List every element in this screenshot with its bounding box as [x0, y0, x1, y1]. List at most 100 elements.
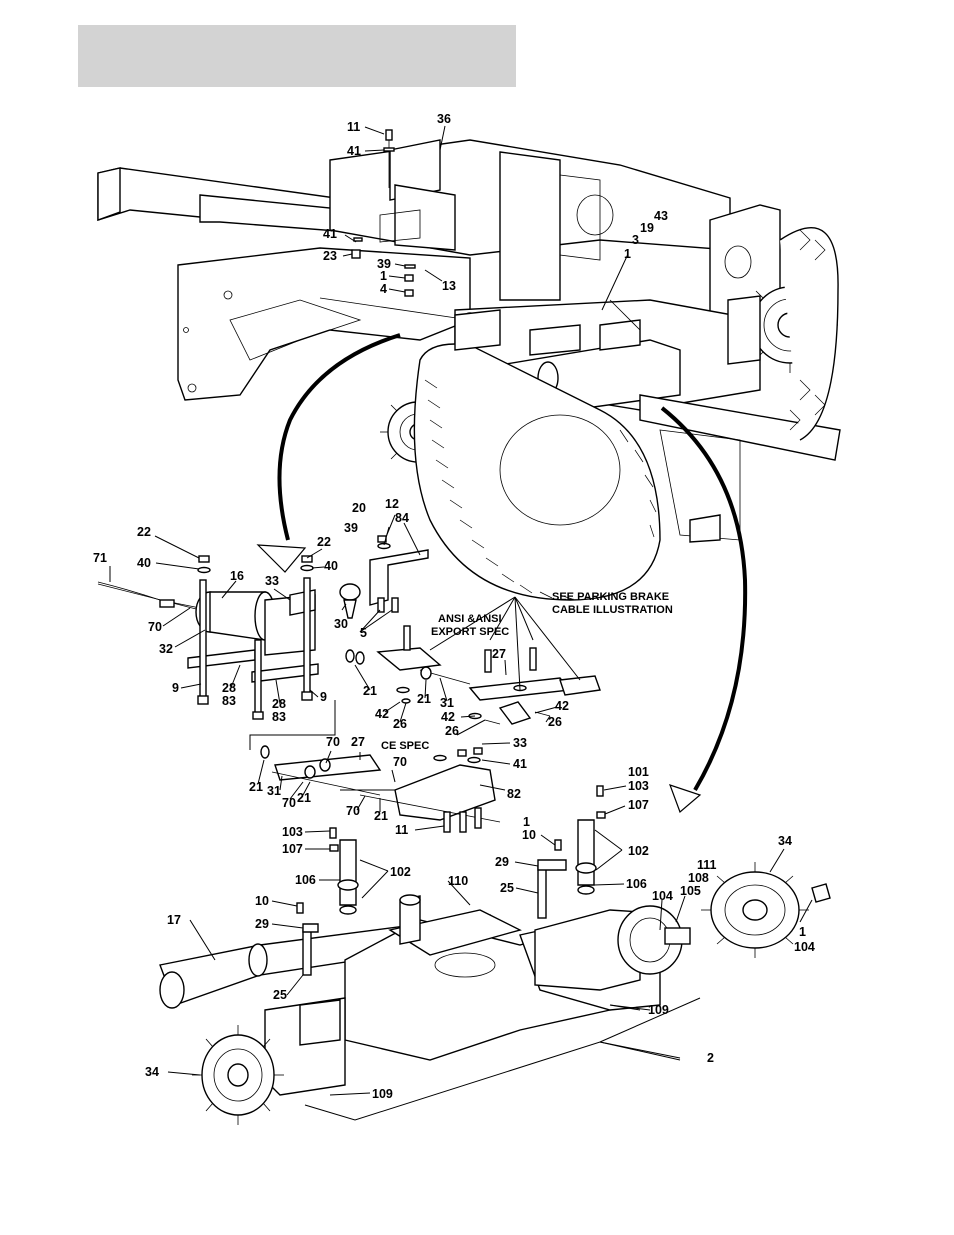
- callout-106: 106: [626, 877, 647, 891]
- callout-32: 32: [159, 642, 173, 656]
- callout-103: 103: [282, 825, 303, 839]
- callout-25: 25: [500, 881, 514, 895]
- ansi-spec-note-line2: EXPORT SPEC: [431, 626, 509, 638]
- callout-leaders: [109, 125, 813, 1096]
- callout-82: 82: [507, 787, 521, 801]
- callout-70: 70: [148, 620, 162, 634]
- callout-40: 40: [324, 559, 338, 573]
- callout-110: 110: [448, 874, 468, 888]
- curved-arrow-left: [256, 333, 401, 573]
- callout-31: 31: [440, 696, 454, 710]
- callout-21: 21: [249, 780, 263, 794]
- callout-105: 105: [680, 884, 701, 898]
- callout-27: 27: [492, 647, 506, 661]
- callout-22: 22: [317, 535, 331, 549]
- callout-28: 28: [272, 697, 286, 711]
- callout-29: 29: [255, 917, 269, 931]
- callout-107: 107: [628, 798, 649, 812]
- callout-34: 34: [145, 1065, 159, 1079]
- callout-10: 10: [255, 894, 269, 908]
- callout-31: 31: [267, 784, 281, 798]
- parking-brake-note-line2: CABLE ILLUSTRATION: [552, 604, 673, 616]
- callout-20: 20: [352, 501, 366, 515]
- parking-brake-note-line1: SEE PARKING BRAKE: [552, 591, 669, 603]
- callout-22: 22: [137, 525, 151, 539]
- callout-109: 109: [648, 1003, 669, 1017]
- callout-71: 71: [93, 551, 107, 565]
- callout-33: 33: [513, 736, 527, 750]
- callout-104: 104: [794, 940, 815, 954]
- callout-39: 39: [377, 257, 391, 271]
- callout-103: 103: [628, 779, 649, 793]
- callout-1: 1: [624, 247, 631, 261]
- callout-1: 1: [799, 925, 806, 939]
- callout-41: 41: [347, 144, 361, 158]
- callout-70: 70: [326, 735, 340, 749]
- callout-3: 3: [632, 233, 639, 247]
- callout-labels: 11 36 41 41 23 39 1 4 13 43 19 3 1 22 40…: [93, 112, 815, 1101]
- ansi-spec-note-line1: ANSI &ANSI: [438, 613, 502, 625]
- callout-9: 9: [320, 690, 327, 704]
- callout-29: 29: [495, 855, 509, 869]
- callout-109: 109: [372, 1087, 393, 1101]
- callout-107: 107: [282, 842, 303, 856]
- callout-26: 26: [548, 715, 562, 729]
- callout-28: 28: [222, 681, 236, 695]
- callout-40: 40: [137, 556, 151, 570]
- callout-106: 106: [295, 873, 316, 887]
- callout-108: 108: [688, 871, 709, 885]
- callout-21: 21: [297, 791, 311, 805]
- callout-102: 102: [390, 865, 411, 879]
- callout-12: 12: [385, 497, 399, 511]
- callout-41: 41: [323, 227, 337, 241]
- callout-27: 27: [351, 735, 365, 749]
- header-bar: [78, 25, 516, 87]
- callout-42: 42: [555, 699, 569, 713]
- callout-43: 43: [654, 209, 668, 223]
- callout-84: 84: [395, 511, 409, 525]
- callout-70: 70: [346, 804, 360, 818]
- axle-frame-assembly: [159, 785, 831, 1125]
- callout-21: 21: [417, 692, 431, 706]
- callout-36: 36: [437, 112, 451, 126]
- callout-4: 4: [380, 282, 387, 296]
- callout-25: 25: [273, 988, 287, 1002]
- callout-39: 39: [344, 521, 358, 535]
- callout-83: 83: [222, 694, 236, 708]
- callout-33: 33: [265, 574, 279, 588]
- callout-17: 17: [167, 913, 181, 927]
- callout-10: 10: [522, 828, 536, 842]
- callout-111: 111: [697, 858, 717, 872]
- callout-19: 19: [640, 221, 654, 235]
- callout-70: 70: [393, 755, 407, 769]
- callout-26: 26: [393, 717, 407, 731]
- callout-83: 83: [272, 710, 286, 724]
- callout-2: 2: [707, 1051, 714, 1065]
- callout-11: 11: [395, 823, 408, 837]
- callout-13: 13: [442, 279, 456, 293]
- callout-102: 102: [628, 844, 649, 858]
- callout-26: 26: [445, 724, 459, 738]
- callout-104: 104: [652, 889, 673, 903]
- chassis-frame: [97, 129, 841, 601]
- callout-21: 21: [363, 684, 377, 698]
- curved-arrow-right: [660, 406, 748, 814]
- callout-70: 70: [282, 796, 296, 810]
- callout-42: 42: [441, 710, 455, 724]
- callout-1: 1: [380, 269, 387, 283]
- callout-11: 11: [347, 120, 360, 134]
- callout-23: 23: [323, 249, 337, 263]
- ce-spec-note: CE SPEC: [381, 740, 429, 752]
- brake-linkage-assembly: [97, 535, 601, 833]
- callout-42: 42: [375, 707, 389, 721]
- callout-21: 21: [374, 809, 388, 823]
- callout-41: 41: [513, 757, 527, 771]
- callout-5: 5: [360, 626, 367, 640]
- callout-101: 101: [628, 765, 649, 779]
- callout-30: 30: [334, 617, 348, 631]
- callout-34: 34: [778, 834, 792, 848]
- callout-1: 1: [523, 815, 530, 829]
- callout-16: 16: [230, 569, 244, 583]
- callout-9: 9: [172, 681, 179, 695]
